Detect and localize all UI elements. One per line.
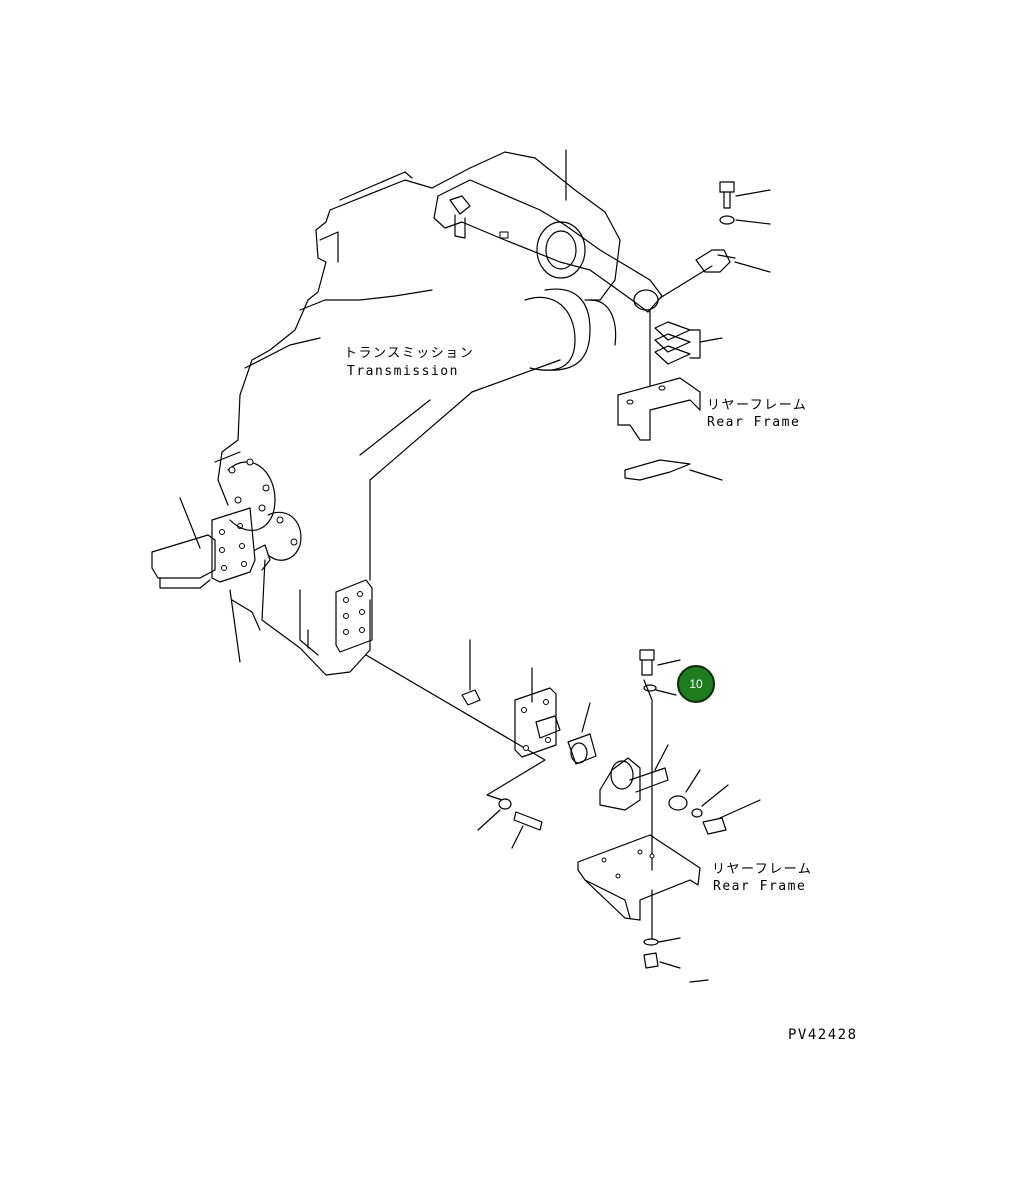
rear-mount-assembly	[461, 639, 761, 939]
shim-and-bracket-upper	[617, 321, 723, 481]
part-callout-10[interactable]: 10	[677, 665, 715, 703]
upper-bolt-group	[695, 181, 771, 273]
rear-frame-lower-label-en: Rear Frame	[713, 879, 807, 894]
rear-frame-upper-label-jp: リヤーフレーム	[707, 398, 808, 413]
upper-link-arm	[433, 149, 713, 386]
lower-frame-bracket	[577, 834, 709, 983]
left-mount-bracket	[151, 458, 302, 663]
transmission-housing	[214, 151, 621, 676]
rear-frame-upper-label-en: Rear Frame	[707, 415, 801, 430]
transmission-label-en: Transmission	[347, 364, 459, 379]
transmission-label-jp: トランスミッション	[344, 346, 475, 361]
transmission-mount-plate	[335, 579, 546, 801]
rear-frame-lower-label-jp: リヤーフレーム	[712, 862, 813, 877]
drawing-code: PV42428	[788, 1027, 858, 1043]
